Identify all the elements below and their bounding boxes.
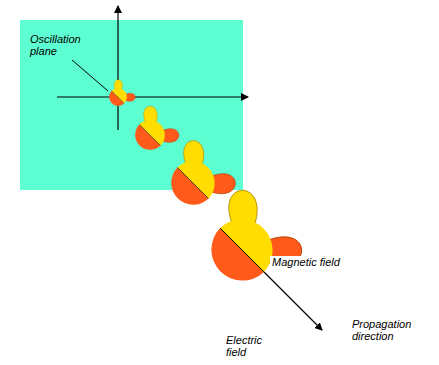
field-label: Magnetic field (270, 256, 364, 268)
horizontal-axis (57, 96, 248, 97)
oscillation-plane (20, 20, 243, 190)
plane-label: Oscillation plane (30, 33, 92, 57)
leader-line (72, 60, 108, 91)
direction-label: Propagation direction (352, 318, 432, 342)
propagation-arrow (264, 272, 322, 330)
field-label: Electric field (226, 334, 278, 358)
vertical-axis (117, 6, 118, 130)
